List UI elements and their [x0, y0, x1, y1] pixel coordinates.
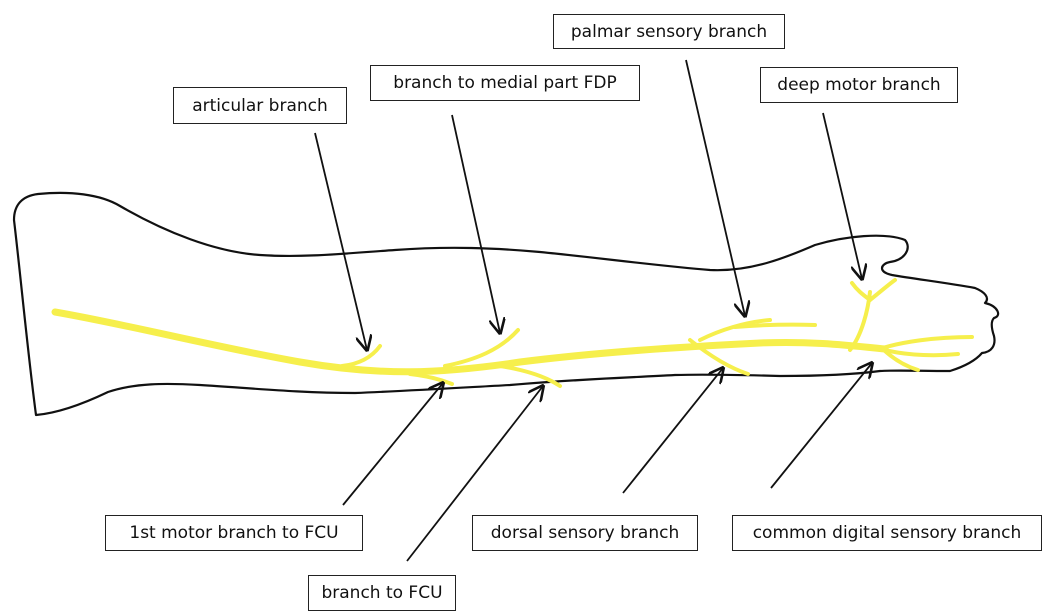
- arrow-medial-fdp: [451, 114, 500, 333]
- forearm-outline: [12, 191, 1000, 417]
- label-branch-to-medial-fdp: branch to medial part FDP: [370, 65, 640, 101]
- arrow-deep-motor: [822, 112, 862, 279]
- label-deep-motor-branch: deep motor branch: [760, 67, 958, 103]
- arrow-first-motor-fcu: [342, 383, 443, 506]
- label-palmar-sensory-branch: palmar sensory branch: [553, 14, 785, 49]
- arrow-dorsal-sensory: [622, 368, 723, 494]
- nerve-palmar-sensory-b: [733, 322, 817, 329]
- label-branch-to-fcu: branch to FCU: [308, 575, 456, 611]
- nerve-digital-upper: [878, 335, 974, 351]
- label-first-motor-branch-fcu: 1st motor branch to FCU: [105, 515, 363, 551]
- arrow-common-digital: [770, 363, 872, 489]
- arrow-palmar-sensory: [685, 59, 745, 316]
- nerve-articular: [340, 344, 382, 368]
- nerve-fcu: [498, 364, 562, 388]
- leader-arrows: [314, 59, 872, 562]
- nerve-palmar-sensory-a: [698, 318, 772, 342]
- nerve-deep-motor-stem: [848, 290, 872, 352]
- nerve-main-trunk: [51, 308, 889, 376]
- nerve-dorsal-sensory: [688, 338, 750, 376]
- nerve-medial-fdp: [443, 328, 520, 368]
- nerve-digital-mid: [883, 348, 960, 358]
- label-dorsal-sensory-branch: dorsal sensory branch: [472, 515, 698, 551]
- nerve-deep-motor-right: [868, 278, 897, 302]
- arrow-fcu: [406, 386, 543, 562]
- arrow-articular: [314, 132, 367, 350]
- nerve-digital-low: [883, 349, 920, 372]
- label-common-digital-sensory-branch: common digital sensory branch: [732, 515, 1042, 551]
- ulnar-nerve: [51, 278, 974, 388]
- nerve-first-motor-fcu: [408, 372, 454, 386]
- label-articular-branch: articular branch: [173, 87, 347, 124]
- nerve-deep-motor-left: [850, 281, 872, 302]
